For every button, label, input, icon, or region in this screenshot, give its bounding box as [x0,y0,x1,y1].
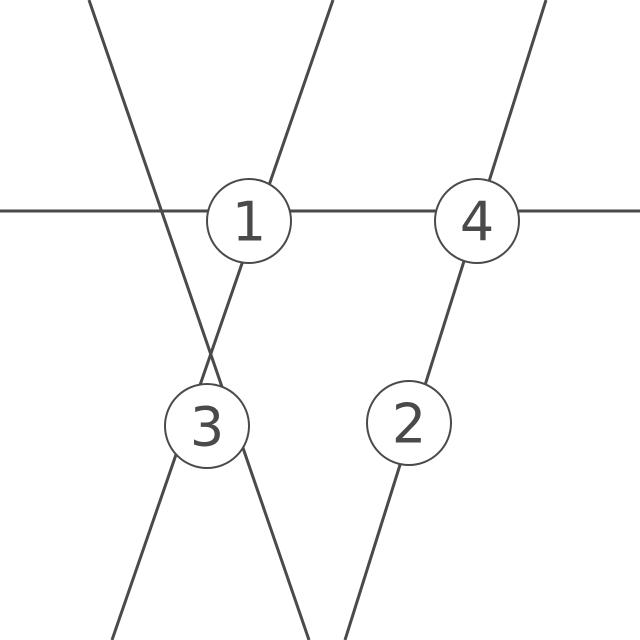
node-1: 1 [206,178,292,264]
diagonal-line-a [87,0,311,640]
node-3-circle [164,383,250,469]
node-2-circle [366,380,452,466]
node-4-circle [434,178,520,264]
node-1-label: 1 [232,191,266,254]
diagonal-line-b [110,0,335,640]
node-3: 3 [164,383,250,469]
diagonal-line-c [343,0,548,640]
node-4: 4 [434,178,520,264]
node-4-label: 4 [460,191,494,254]
node-2-label: 2 [392,393,426,456]
node-1-circle [206,178,292,264]
node-3-label: 3 [190,396,224,459]
node-2: 2 [366,380,452,466]
